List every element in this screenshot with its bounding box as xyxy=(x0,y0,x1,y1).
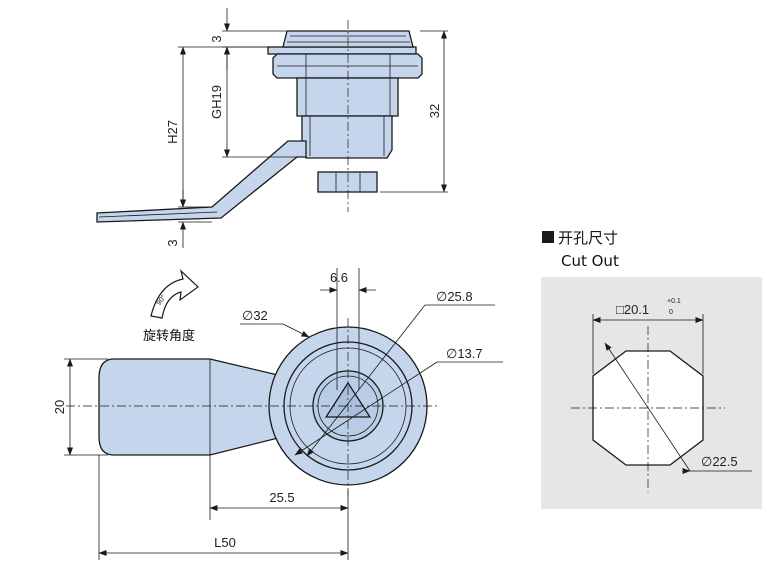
cutout-title-cn: 开孔尺寸 xyxy=(558,229,618,247)
front-view: 6.6 ∅32 ∅25.8 ∅13.7 20 25.5 L50 90° 旋转角度 xyxy=(52,268,503,560)
dim-gh19: GH19 xyxy=(209,85,224,119)
cutout-dim-flat: □20.1 xyxy=(616,302,649,317)
handle-arm xyxy=(98,358,283,456)
rotation-arrow-icon xyxy=(150,269,199,319)
dim-flat-width: 6.6 xyxy=(330,270,348,285)
cutout-tol-lower: 0 xyxy=(669,309,673,316)
dim-key-dia: ∅13.7 xyxy=(446,346,483,361)
threaded-body xyxy=(296,77,399,117)
side-view: 3 GH19 H27 3 32 xyxy=(96,8,448,248)
cutout-title-en: Cut Out xyxy=(561,252,619,270)
cam-arm xyxy=(96,140,307,223)
dim-total-height: 32 xyxy=(427,104,442,118)
dim-bottom-gap: 3 xyxy=(165,239,180,246)
legend-square-icon xyxy=(542,231,554,243)
dim-length: L50 xyxy=(214,535,236,550)
lower-body xyxy=(301,115,393,159)
cutout-dim-dia: ∅22.5 xyxy=(701,454,738,469)
dim-top-gap: 3 xyxy=(209,35,224,42)
flange xyxy=(267,46,417,55)
cutout-tol-upper: +0.1 xyxy=(667,298,681,305)
dim-arm-width: 20 xyxy=(52,400,67,414)
dim-center-to-arm: 25.5 xyxy=(269,490,294,505)
cutout-section: 开孔尺寸 Cut Out □20.1 +0.1 0 ∅22.5 xyxy=(541,229,762,509)
rotation-label: 旋转角度 xyxy=(143,328,195,344)
dim-face-dia: ∅25.8 xyxy=(436,289,473,304)
dim-outer-dia: ∅32 xyxy=(242,308,268,323)
small-nut xyxy=(317,171,378,193)
dim-h27: H27 xyxy=(165,120,180,144)
